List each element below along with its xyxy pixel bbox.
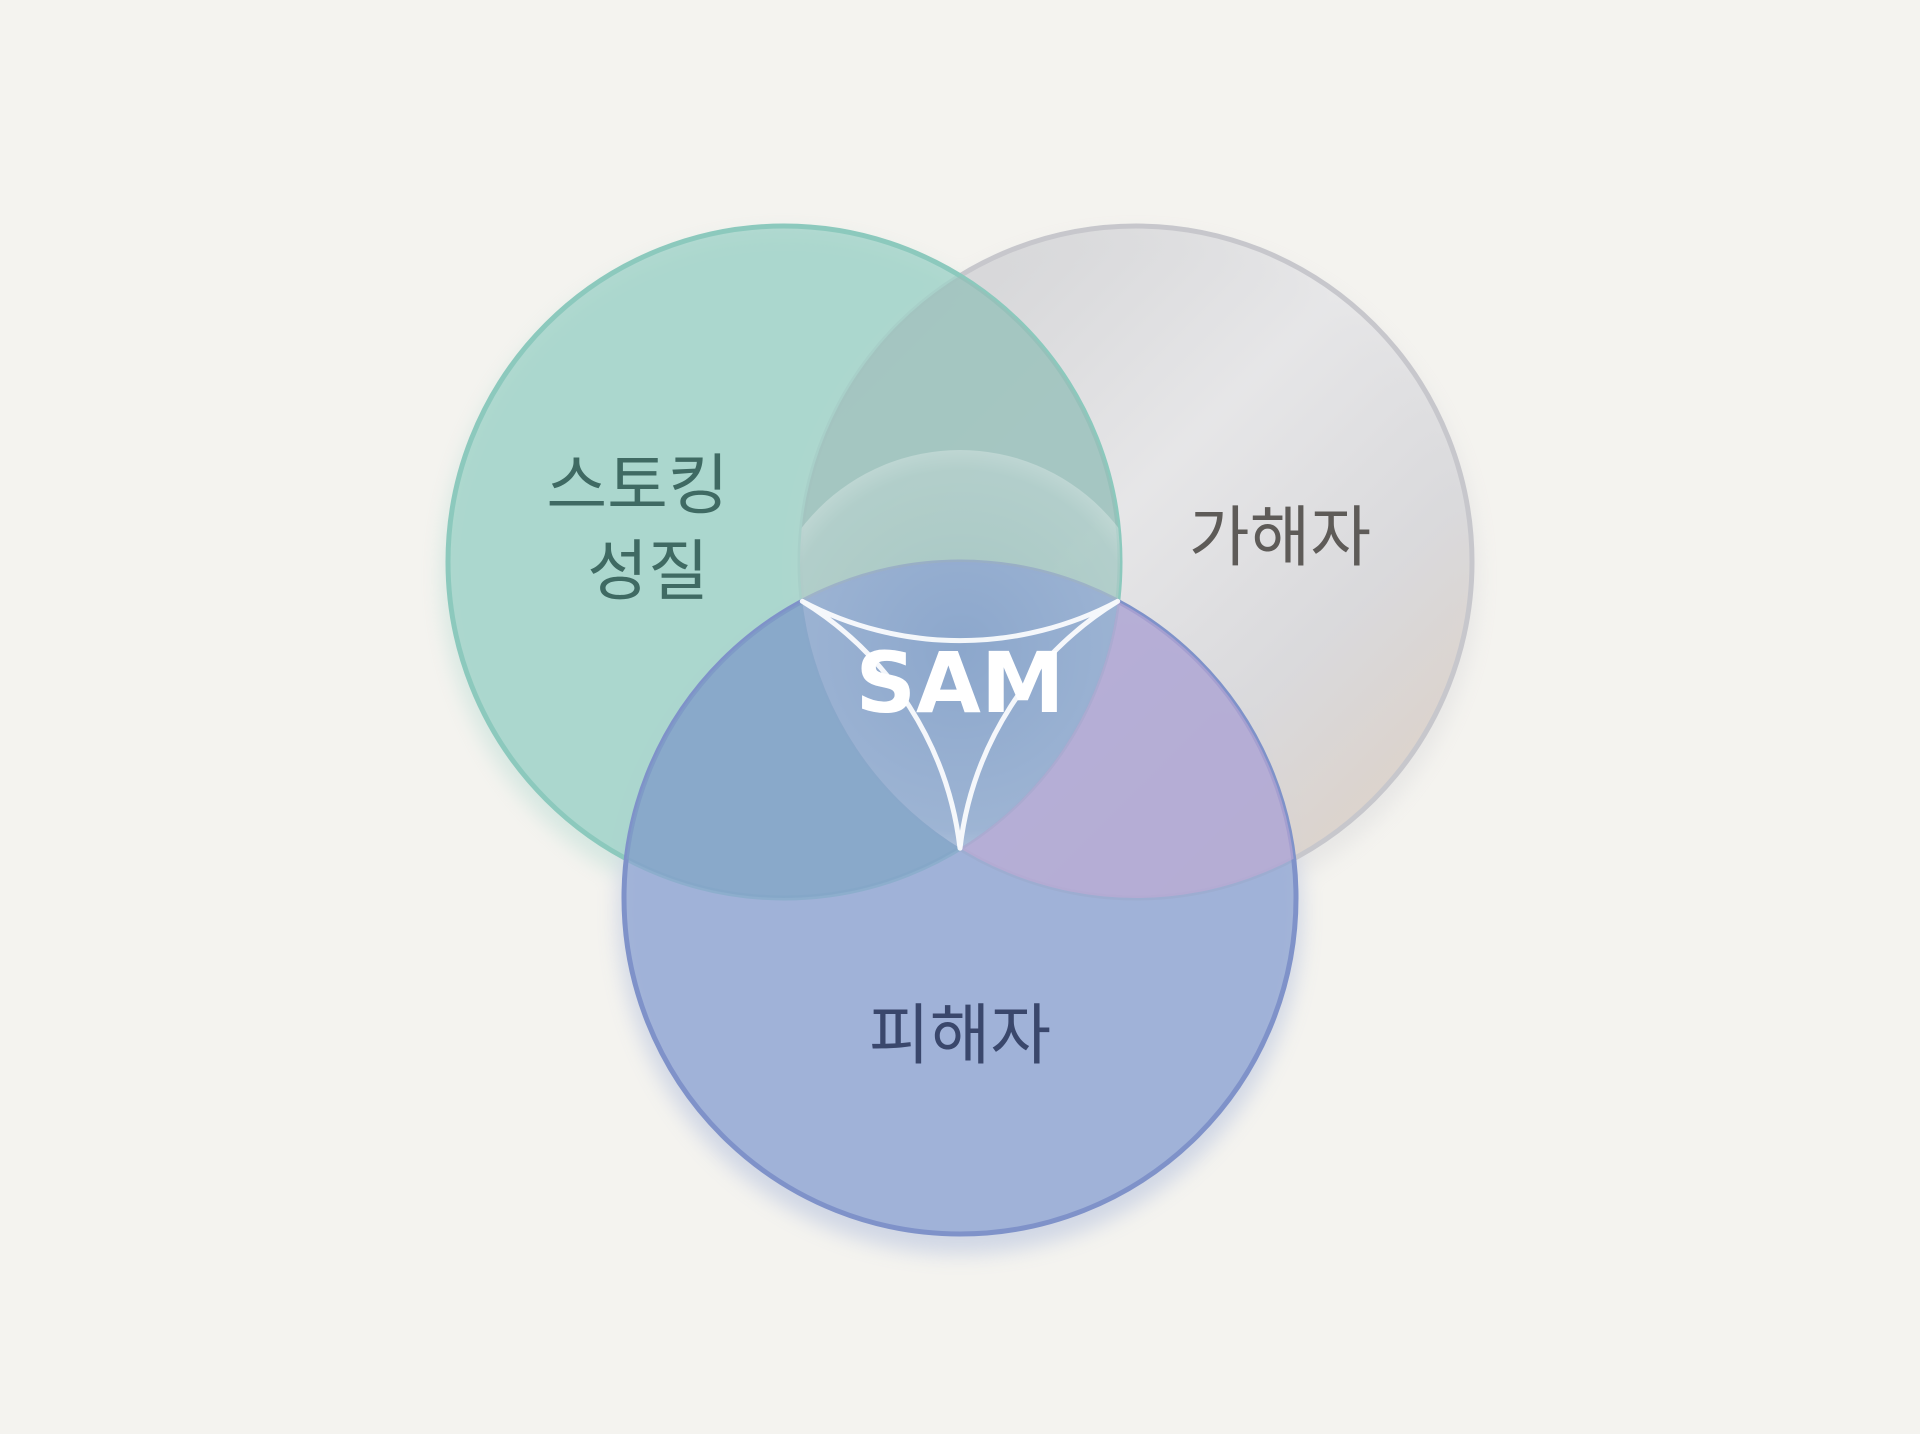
label-perpetrator: 가해자 bbox=[1189, 499, 1371, 576]
label-perpetrator-line-1: 가해자 bbox=[1189, 499, 1371, 576]
center-glow bbox=[800, 450, 1120, 850]
label-victim: 피해자 bbox=[869, 997, 1051, 1074]
label-center-sam: SAM bbox=[855, 634, 1064, 732]
label-stalking-line-1: 스토킹 bbox=[546, 447, 728, 524]
overlap-stalking-victim bbox=[624, 562, 1120, 898]
overlap-perpetrator-victim bbox=[800, 562, 1296, 898]
label-stalking: 스토킹 성질 bbox=[546, 447, 749, 610]
label-stalking-line-2: 성질 bbox=[587, 533, 708, 610]
label-victim-line-1: 피해자 bbox=[869, 997, 1051, 1074]
center-outline bbox=[799, 598, 1121, 851]
